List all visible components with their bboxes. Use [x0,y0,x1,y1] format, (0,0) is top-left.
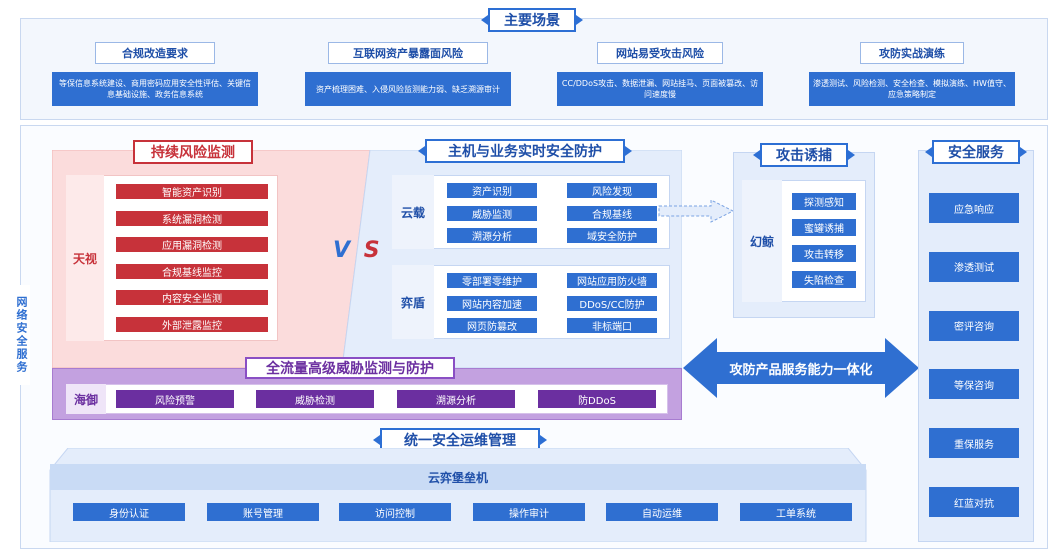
scenario-desc: 等保信息系统建设、商用密码应用安全性评估、关键信息基础设施、政务信息系统 [52,72,258,106]
service-item: 重保服务 [929,428,1019,459]
risk-monitor-product: 天视 [66,175,104,341]
traffic-product: 海御 [66,384,106,414]
ops-item: 工单系统 [740,503,852,521]
traffic-item: 风险预警 [116,390,234,408]
risk-item: 合规基线监控 [116,263,268,279]
yunzai-item: 威胁监测 [447,205,537,221]
qidun-item: 网页防篡改 [447,318,537,333]
scenario-title: 合规改造要求 [95,42,215,64]
honeypot-product: 幻鲸 [742,180,782,302]
qidun-label: 弈盾 [392,265,434,339]
scenario-title: 攻防实战演练 [860,42,964,64]
ops-item: 操作审计 [473,503,585,521]
scenario-desc: 渗透测试、风险检测、安全检查、模拟演练、HW值守、应急策略制定 [809,72,1015,106]
dashed-arrow [658,199,735,223]
yunzai-item: 风险发现 [567,183,657,198]
ops-item: 账号管理 [207,503,319,521]
yunzai-item: 资产识别 [447,183,537,198]
honeypot-item: 攻击转移 [792,245,856,262]
vs-s: S [363,238,380,263]
yunzai-item: 合规基线 [567,205,657,221]
traffic-item: 防DDoS [538,390,656,408]
services-title: 安全服务 [932,140,1020,164]
honeypot-item: 失陷检查 [792,271,856,288]
yunzai-item: 域安全防护 [567,228,657,243]
qidun-item: 网站内容加速 [447,295,537,311]
yunzai-item: 溯源分析 [447,228,537,243]
ops-platform: 云弈堡垒机 [427,470,488,485]
integration-arrow [683,338,919,398]
yunzai-label: 云载 [392,175,434,249]
qidun-item: DDoS/CC防护 [567,295,657,311]
ops-background [49,448,867,542]
scenarios-title: 主要场景 [488,8,576,32]
ops-item: 自动运维 [606,503,718,521]
side-label: 网络安全服务 [12,285,30,385]
service-item: 等保咨询 [929,369,1019,400]
scenario-title: 网站易受攻击风险 [597,42,723,64]
risk-item: 内容安全监测 [116,290,268,305]
honeypot-title: 攻击诱捕 [760,143,848,167]
ops-item: 访问控制 [339,503,451,521]
qidun-item: 网站应用防火墙 [567,273,657,288]
integration-label: 攻防产品服务能力一体化 [729,362,873,378]
scenario-desc: 资产梳理困难、入侵风险监测能力弱、缺乏溯源审计 [305,72,511,106]
ops-item: 身份认证 [73,503,185,521]
service-item: 红蓝对抗 [929,487,1019,517]
scenario-title: 互联网资产暴露面风险 [328,42,488,64]
service-item: 密评咨询 [929,310,1019,341]
risk-item: 应用漏洞检测 [116,237,268,252]
service-item: 渗透测试 [929,251,1019,282]
honeypot-item: 蜜罐诱捕 [792,219,856,236]
risk-item: 外部泄露监控 [116,316,268,332]
traffic-item: 溯源分析 [397,390,515,408]
risk-item: 系统漏洞检测 [116,210,268,226]
host-protection-title: 主机与业务实时安全防护 [425,139,625,163]
risk-monitor-title: 持续风险监测 [133,140,253,164]
service-item: 应急响应 [929,193,1019,223]
honeypot-item: 探测感知 [792,193,856,210]
vs-mark: V S [333,238,383,268]
risk-item: 智能资产识别 [116,184,268,199]
risk-monitor-title-text: 持续风险监测 [151,145,235,161]
vs-v: V [333,238,351,263]
qidun-item: 零部署零维护 [447,273,537,288]
traffic-title: 全流量高级威胁监测与防护 [245,357,455,379]
qidun-item: 非标端口 [567,318,657,333]
side-label-text: 网络安全服务 [15,296,28,374]
traffic-title-text: 全流量高级威胁监测与防护 [266,361,434,377]
traffic-item: 威胁检测 [256,390,374,408]
scenario-desc: CC/DDoS攻击、数据泄漏、网站挂马、页面被篡改、访问速度慢 [557,72,763,106]
